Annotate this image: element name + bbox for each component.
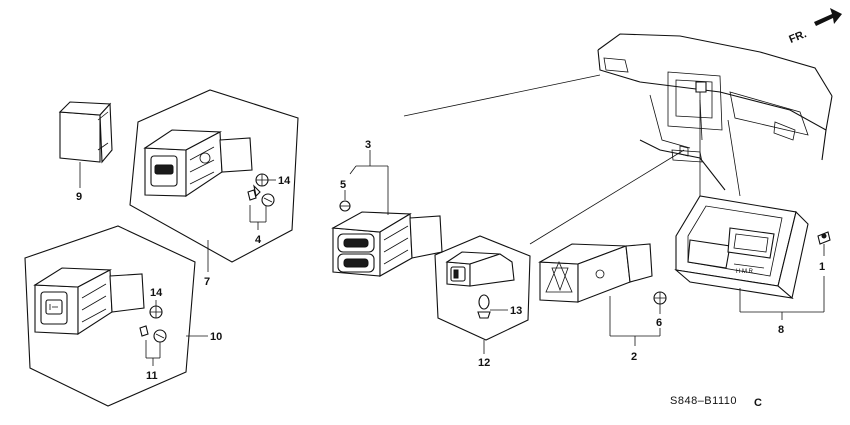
part-3-dual-switch (331, 211, 443, 277)
leader-line (529, 149, 685, 245)
callout-12: 12 (478, 357, 490, 369)
part-2-hazard-switch (538, 243, 653, 303)
callout-14-lower: 14 (150, 287, 163, 299)
callout-6: 6 (656, 317, 662, 329)
part-8-center-panel: H M R (674, 195, 809, 300)
leader-line (349, 165, 357, 175)
callout-8: 8 (778, 324, 784, 336)
leader-line (403, 74, 601, 117)
callout-3: 3 (365, 139, 371, 151)
callout-11: 11 (146, 370, 158, 382)
diagram-code: S848–B1110 (670, 395, 737, 407)
group-outline-7 (129, 89, 299, 263)
callout-4: 4 (255, 234, 262, 246)
diagram-code-suffix: C (754, 397, 762, 409)
part-11-bulb-socket (139, 325, 167, 343)
callout-13: 13 (510, 305, 522, 317)
part-4-bulb-socket (247, 189, 275, 207)
part-1-screw (817, 231, 831, 245)
callout-7: 7 (204, 276, 210, 288)
part-12-small-switch (445, 251, 515, 287)
callout-14-upper: 14 (278, 175, 291, 187)
part-10-switch (33, 267, 145, 336)
part-14-bulb (253, 173, 269, 198)
group-outline-12 (434, 235, 531, 341)
panel-marking: H M R (736, 269, 754, 275)
part-14-bulb-lower (149, 305, 163, 319)
callout-1: 1 (819, 261, 825, 273)
callout-2: 2 (631, 351, 637, 363)
part-7-cruise-switch (143, 129, 253, 198)
part-9-cover (58, 101, 113, 164)
forward-arrow-icon (814, 8, 842, 26)
part-13-bulb (477, 294, 491, 319)
callout-9: 9 (76, 191, 82, 203)
part-5-bulb (339, 200, 351, 212)
group-outline-10 (24, 225, 196, 407)
callout-5: 5 (340, 179, 346, 191)
direction-label: FR. (787, 28, 808, 46)
part-6-bulb (653, 291, 667, 305)
callout-10: 10 (210, 331, 222, 343)
dashboard-illustration (597, 33, 833, 197)
